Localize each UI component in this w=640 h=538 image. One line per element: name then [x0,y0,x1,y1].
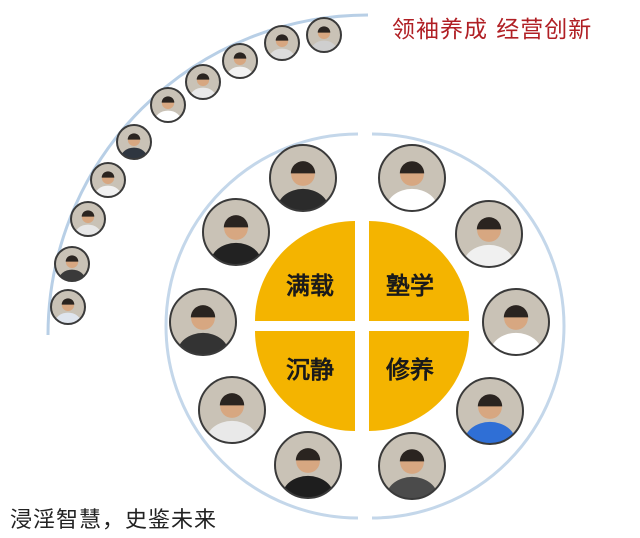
inner-right-portrait-2 [455,200,523,268]
inner-right-portrait-4 [456,377,524,445]
inner-right-portrait-5 [378,432,446,500]
top-slogan: 领袖养成 经营创新 [392,17,593,43]
outer-portrait-10 [306,17,342,53]
quadrant-label-bottom-left: 沉静 [286,356,334,384]
quadrant-top-left [255,221,355,321]
quadrant-bottom-right [369,331,469,431]
quadrant-label-top-left: 满载 [286,272,334,300]
bottom-slogan: 浸淫智慧，史鉴未来 [10,508,218,533]
inner-left-portrait-3 [169,288,237,356]
quadrant-label-bottom-right: 修养 [386,356,434,384]
outer-portrait-5 [116,124,152,160]
core-circle [255,221,469,431]
outer-portrait-2 [54,246,90,282]
outer-portrait-4 [90,162,126,198]
outer-portrait-3 [70,201,106,237]
outer-portrait-7 [185,64,221,100]
inner-left-portrait-5 [274,431,342,499]
quadrant-label-top-right: 塾学 [386,272,434,300]
outer-portrait-6 [150,87,186,123]
inner-ring-left-half [164,132,359,520]
outer-portrait-1 [50,289,86,325]
quadrant-top-right [369,221,469,321]
inner-right-portrait-1 [378,144,446,212]
inner-left-portrait-1 [269,144,337,212]
inner-right-portrait-3 [482,288,550,356]
outer-portrait-9 [264,25,300,61]
quadrant-bottom-left [255,331,355,431]
inner-left-portrait-2 [202,198,270,266]
outer-portrait-8 [222,43,258,79]
inner-ring-right-half [371,132,566,520]
inner-left-portrait-4 [198,376,266,444]
